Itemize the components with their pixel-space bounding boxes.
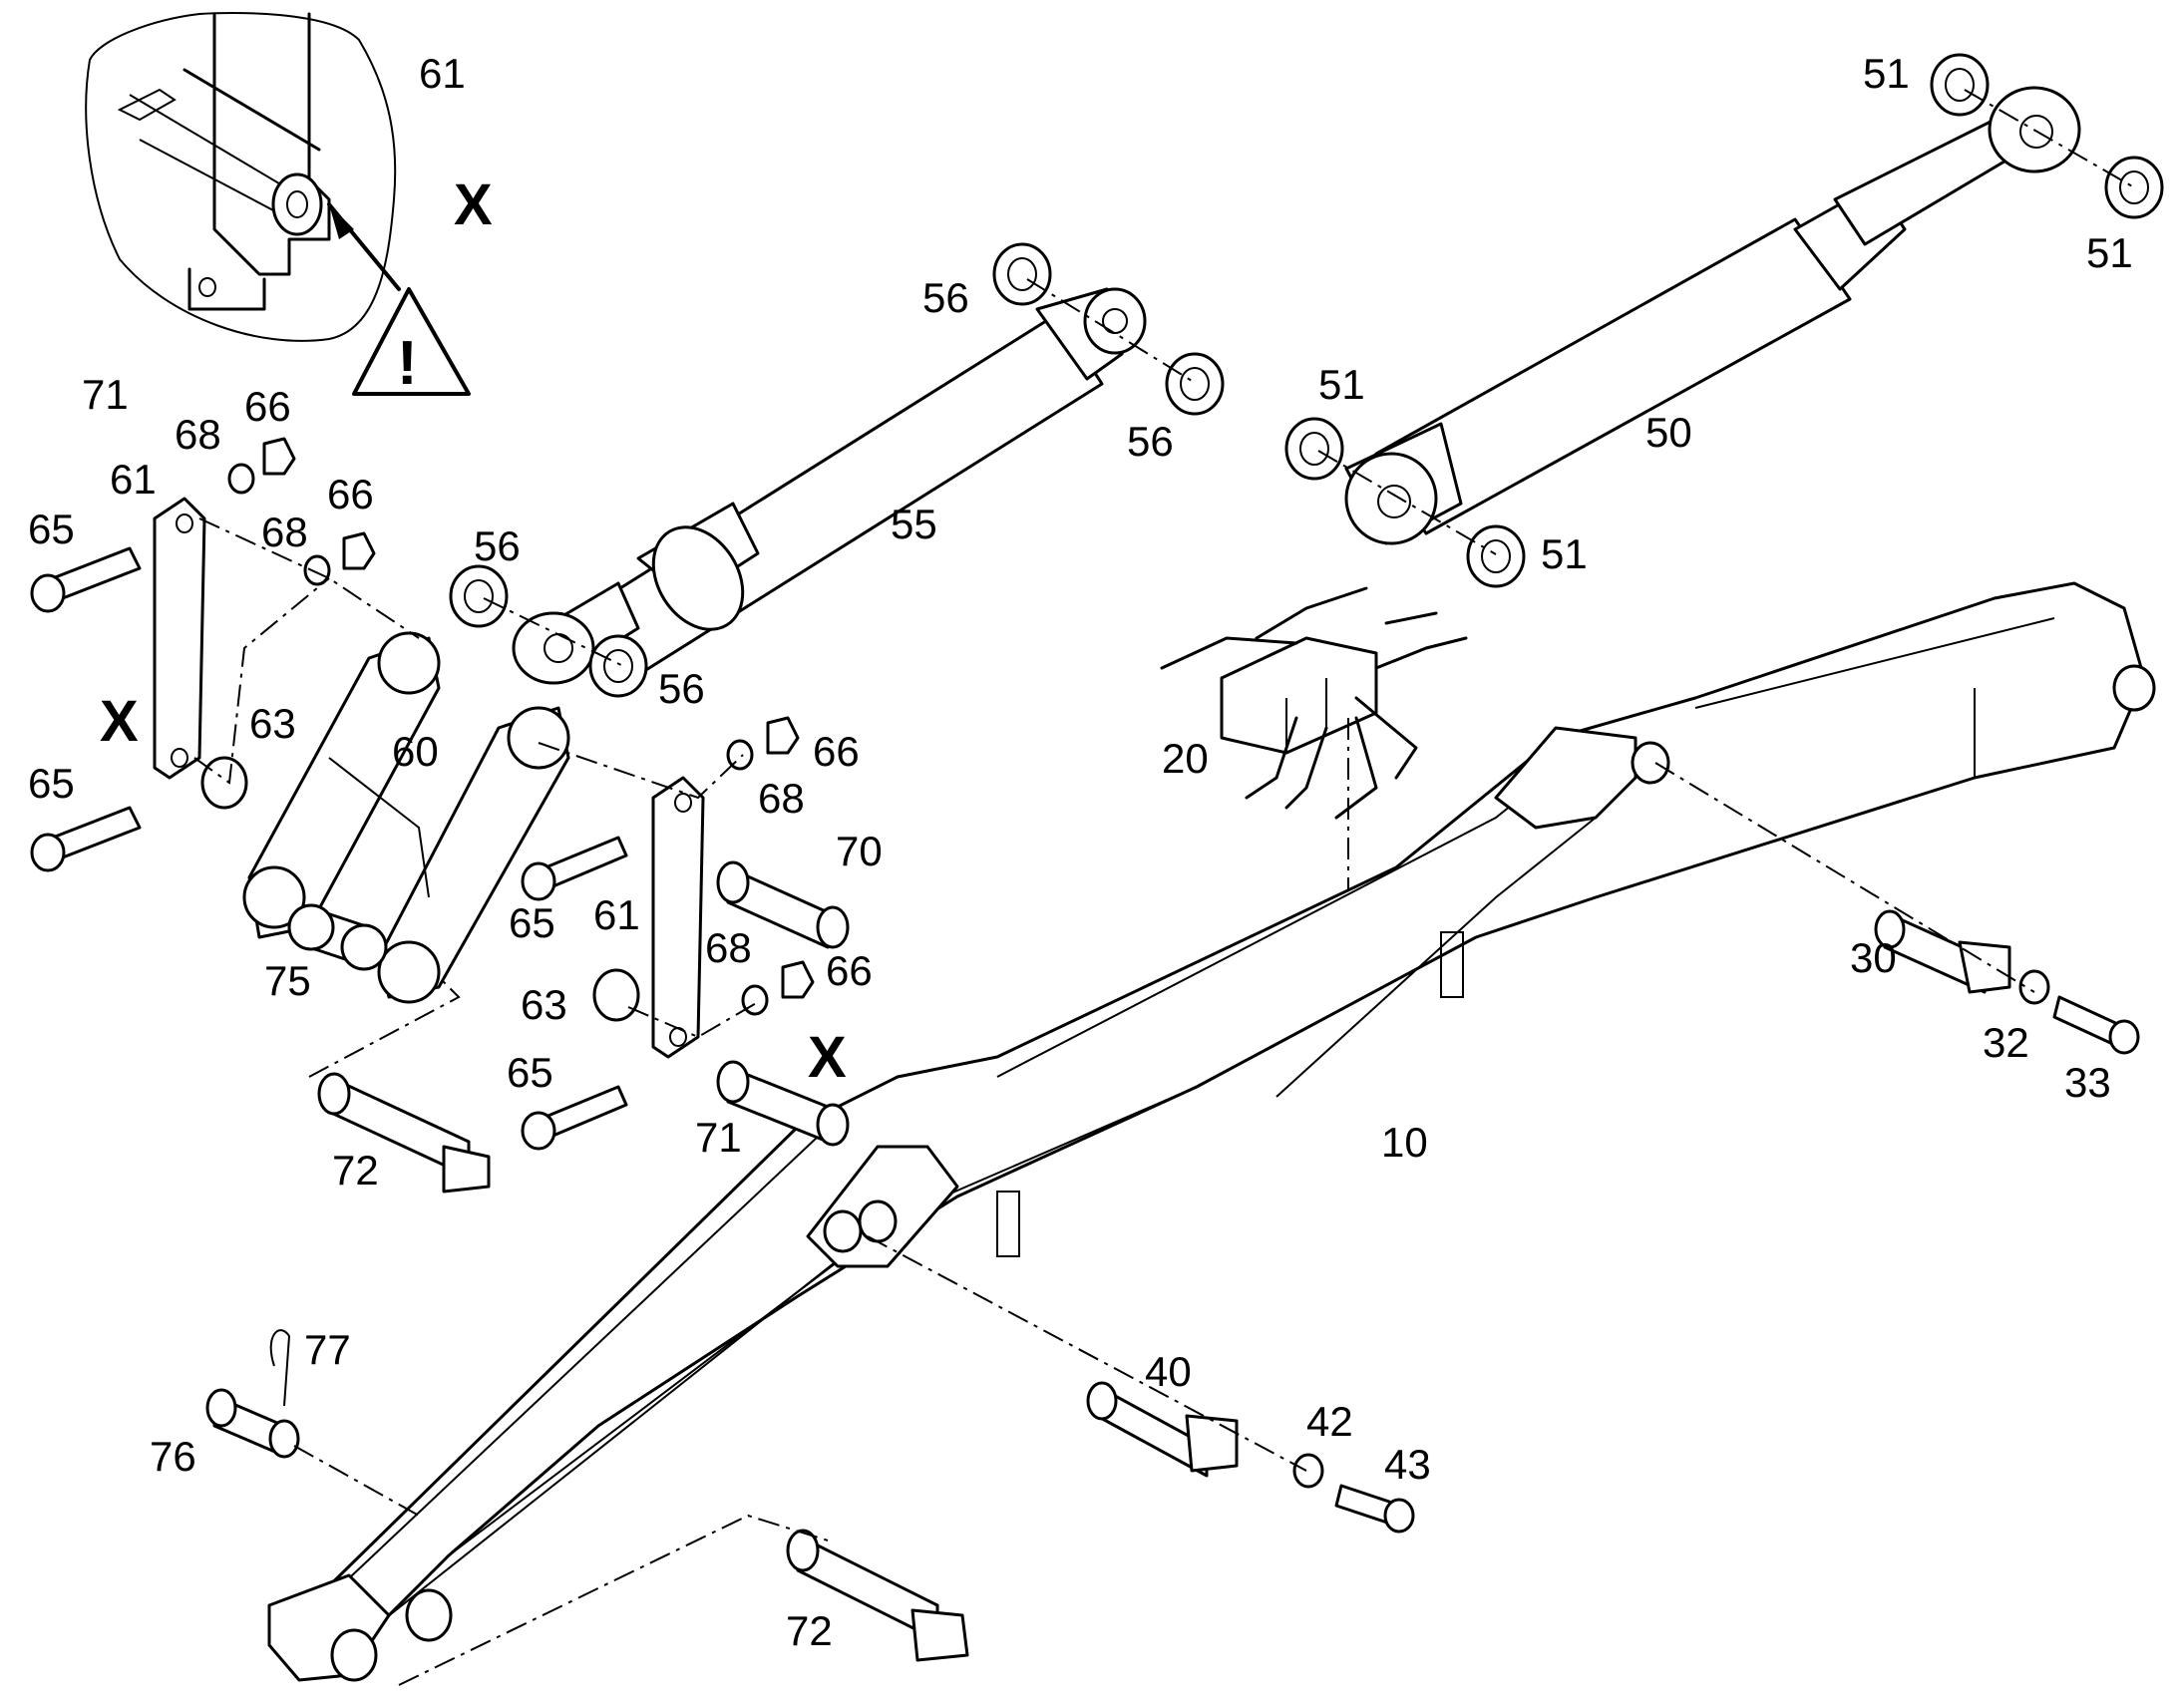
part-label-68: 68 — [175, 411, 221, 458]
part-label-77: 77 — [304, 1326, 351, 1373]
pin-70 — [716, 860, 850, 949]
part-label-65: 65 — [507, 1049, 553, 1096]
part-label-10: 10 — [1381, 1119, 1428, 1166]
part-label-71: 71 — [695, 1114, 742, 1161]
detail-marker-x: X — [100, 689, 139, 754]
part-label-30: 30 — [1850, 934, 1897, 981]
washers-nuts-left — [193, 437, 420, 810]
part-label-42: 42 — [1306, 1398, 1353, 1445]
part-label-65: 65 — [28, 760, 75, 807]
part-label-65: 65 — [28, 506, 75, 552]
part-label-63: 63 — [521, 981, 567, 1028]
part-label-68: 68 — [261, 509, 308, 555]
part-label-60: 60 — [392, 728, 439, 775]
part-label-72: 72 — [786, 1607, 833, 1654]
part-label-61: 61 — [419, 50, 466, 97]
cylinder-50 — [1284, 53, 2164, 588]
part-label-61: 61 — [110, 456, 157, 503]
part-label-55: 55 — [891, 501, 937, 547]
part-label-66: 66 — [244, 383, 291, 430]
part-label-68: 68 — [758, 775, 805, 822]
boom-10 — [267, 581, 2156, 1682]
part-label-40: 40 — [1145, 1348, 1192, 1395]
detail-markers: X X X — [100, 172, 847, 1090]
pin-72-lower — [398, 1514, 969, 1686]
part-label-56: 56 — [922, 274, 969, 321]
pin-76-with-clip-77 — [205, 1329, 420, 1517]
part-label-51: 51 — [1541, 530, 1588, 577]
part-label-43: 43 — [1384, 1441, 1431, 1488]
bolt-65-lower-right — [521, 1085, 628, 1151]
part-label-32: 32 — [1983, 1019, 2029, 1066]
part-label-56: 56 — [1127, 418, 1174, 465]
washers-nuts-right — [538, 716, 815, 1039]
left-plate-61 — [153, 497, 206, 780]
part-label-50: 50 — [1645, 409, 1692, 456]
part-label-66: 66 — [327, 471, 374, 517]
part-label-63: 63 — [249, 700, 296, 747]
valve-block-20 — [1160, 586, 1468, 987]
detail-marker-x: X — [808, 1025, 847, 1090]
part-label-33: 33 — [2064, 1059, 2111, 1106]
warning-triangle-icon: ! — [352, 287, 471, 398]
part-label-51: 51 — [1863, 50, 1910, 97]
part-label-51: 51 — [2086, 229, 2133, 276]
pin-40-with-washer-42-bolt-43 — [867, 1235, 1415, 1534]
part-label-51: 51 — [1318, 361, 1365, 408]
part-labels: 61 71 66 68 61 65 66 68 63 65 60 75 56 5… — [28, 50, 2133, 1654]
part-label-20: 20 — [1162, 735, 1209, 782]
part-label-70: 70 — [836, 828, 883, 874]
bolt-65-upper-right — [521, 836, 628, 901]
detail-x-inset — [85, 12, 401, 342]
part-label-66: 66 — [813, 728, 860, 775]
right-plate-61 — [651, 776, 705, 1059]
link-60 — [242, 631, 570, 1004]
part-label-66: 66 — [826, 947, 873, 994]
pin-75 — [287, 903, 388, 971]
bolt-65-lower-left — [30, 806, 142, 872]
pin-71 — [716, 1060, 850, 1147]
part-label-68: 68 — [705, 924, 752, 971]
part-label-65: 65 — [509, 899, 555, 946]
part-label-56: 56 — [474, 522, 521, 569]
detail-marker-x: X — [454, 172, 493, 237]
part-label-72: 72 — [332, 1147, 379, 1194]
pin-30-with-washer-32-bolt-33 — [1654, 762, 2140, 1055]
part-label-75: 75 — [264, 957, 311, 1004]
pin-72-upper — [308, 976, 491, 1194]
part-label-56: 56 — [658, 665, 705, 712]
bolt-65-upper-left — [30, 546, 142, 613]
part-label-61: 61 — [593, 891, 640, 938]
warning-exclamation: ! — [397, 329, 418, 398]
part-label-71: 71 — [82, 371, 129, 418]
cylinder-55 — [449, 242, 1225, 698]
part-label-76: 76 — [150, 1433, 196, 1480]
